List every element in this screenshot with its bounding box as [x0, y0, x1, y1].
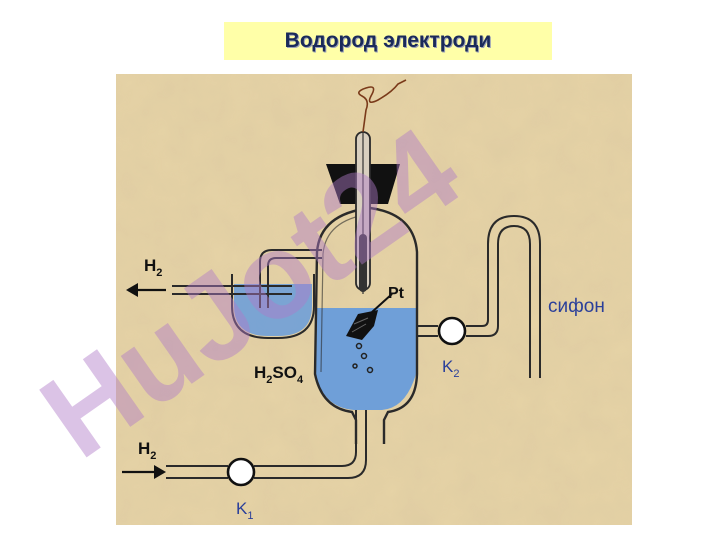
valve-k1 [226, 457, 256, 487]
outlet-beaker [231, 274, 315, 339]
electrode-tube [355, 79, 407, 294]
hydrogen-electrode-diagram: H2 H2 Pt H2SO4 K1 K2 сифон [116, 74, 632, 525]
k1-label: K1 [236, 499, 253, 522]
diagram-panel: H2 H2 Pt H2SO4 K1 K2 сифон [116, 74, 632, 525]
siphon-tube [417, 214, 541, 378]
acid-label: H2SO4 [254, 363, 304, 386]
siphon-label: сифон [548, 296, 605, 317]
gas-bubbles [352, 342, 374, 374]
inlet-tube [166, 410, 367, 479]
outlet-arrow [126, 283, 166, 297]
valve-k2 [437, 316, 467, 346]
title-banner: Водород электроди [224, 22, 552, 60]
page-title: Водород электроди [284, 29, 492, 52]
k2-label: K2 [442, 357, 459, 380]
pt-label: Pt [388, 285, 405, 302]
platinum-plate [346, 293, 393, 340]
h2-inlet-label: H2 [138, 439, 156, 462]
outlet-tube [172, 249, 322, 308]
paper-texture [116, 74, 632, 525]
h2-outlet-label: H2 [144, 256, 162, 279]
inlet-arrow [122, 465, 166, 479]
